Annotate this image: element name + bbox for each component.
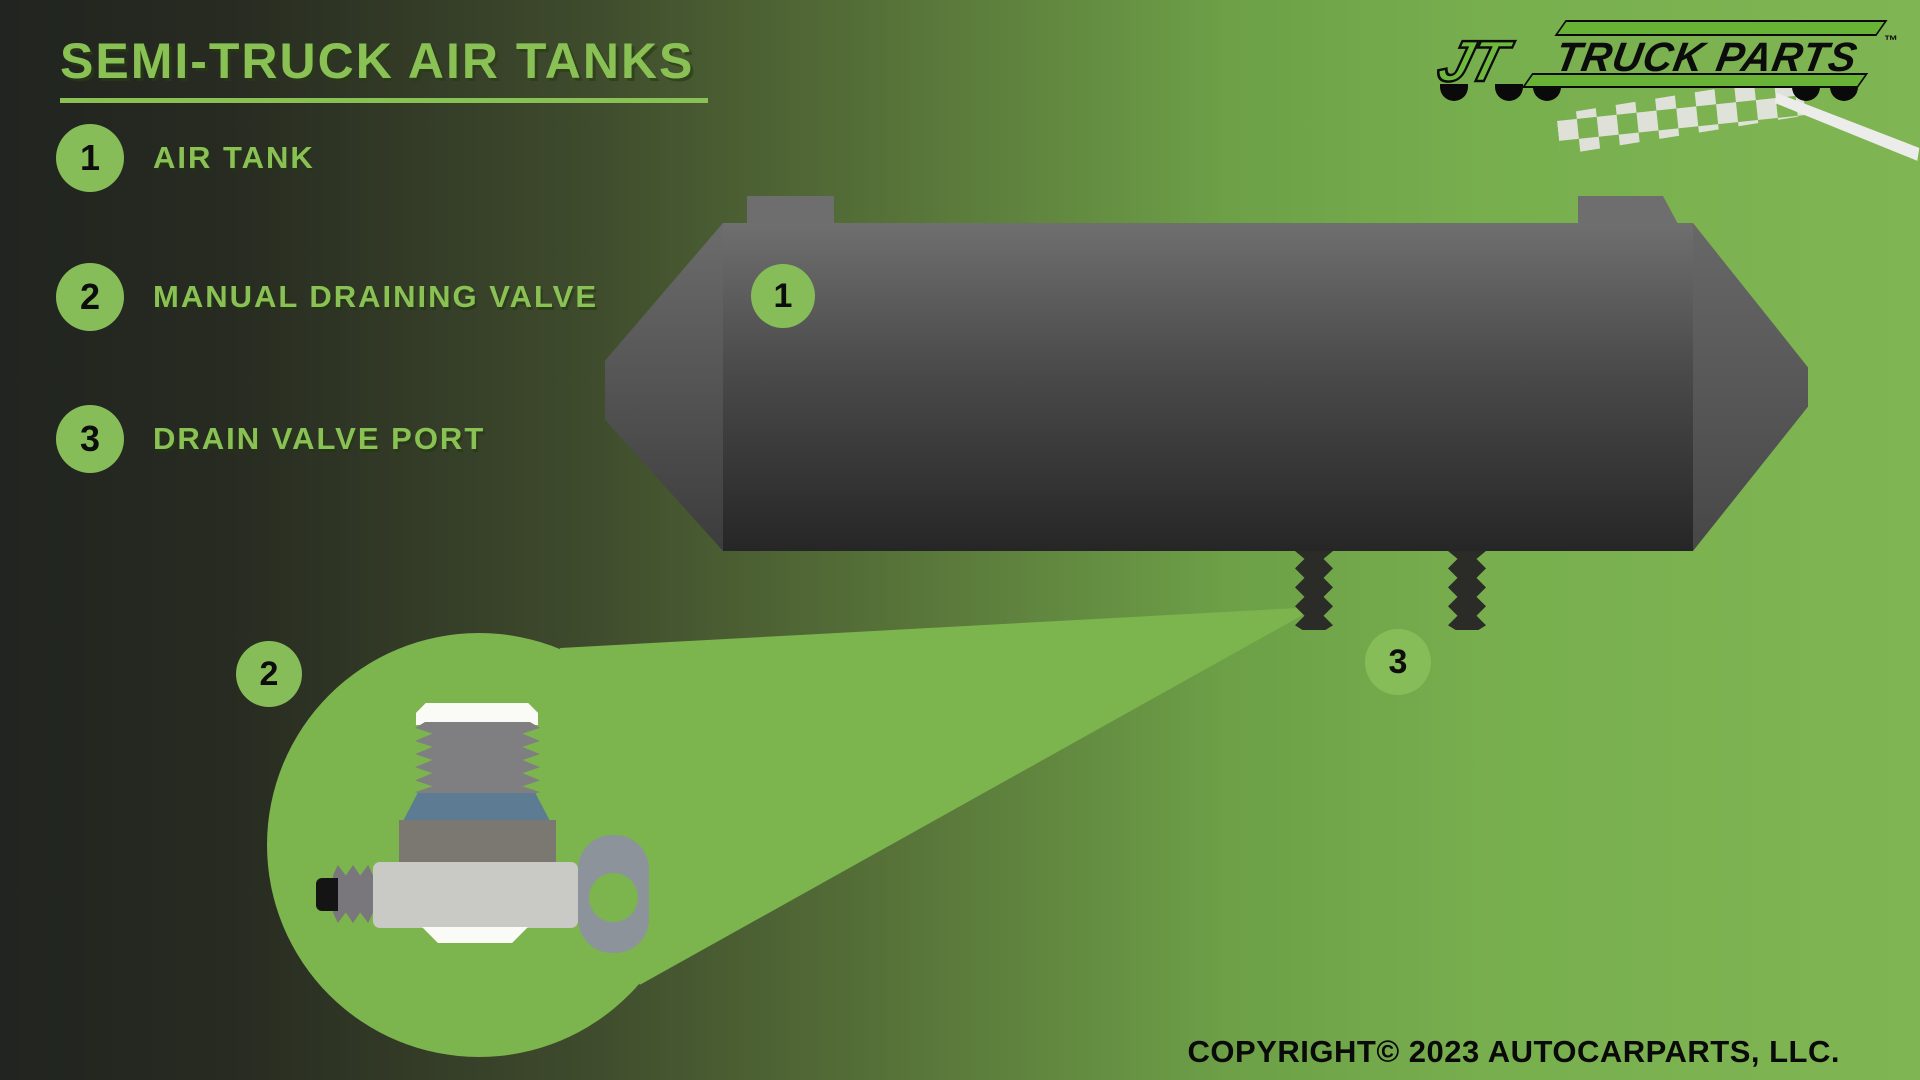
valve-threaded-stem [415, 722, 540, 795]
callout-badge-manual-draining-valve: 2 [236, 641, 302, 707]
valve-side-fitting-cap [316, 878, 338, 911]
legend-number-badge: 1 [56, 124, 124, 192]
legend-item-label: AIR TANK [153, 140, 315, 175]
legend-item-label: DRAIN VALVE PORT [153, 421, 486, 456]
valve-side-fitting-threads [333, 865, 373, 923]
drain-valve-port-right [1448, 551, 1486, 630]
truck-wheel-icon [1830, 84, 1858, 101]
legend-item-label: MANUAL DRAINING VALVE [153, 279, 598, 314]
copyright-text: COPYRIGHT© 2023 AUTOCARPARTS, LLC. [1187, 1034, 1840, 1069]
legend-item-manual-draining-valve: 2 MANUAL DRAINING VALVE [56, 262, 598, 332]
legend-number-badge: 3 [56, 405, 124, 473]
page-title: SEMI-TRUCK AIR TANKS [60, 32, 709, 103]
truck-wheel-icon [1533, 84, 1561, 101]
callout-badge-drain-valve-port: 3 [1365, 629, 1431, 695]
legend-item-drain-valve-port: 3 DRAIN VALVE PORT [56, 404, 485, 474]
truck-wheel-icon [1792, 84, 1820, 101]
legend-number-badge: 2 [56, 263, 124, 331]
valve-bottom-seal [422, 927, 528, 943]
tank-left-end-cap [605, 223, 723, 551]
logo-wordmark: TRUCK PARTS [1552, 34, 1862, 80]
callout-number: 2 [259, 654, 279, 693]
valve-top-cap [416, 703, 538, 725]
valve-pull-ring [578, 835, 649, 953]
valve-upper-block [399, 820, 556, 862]
tank-right-end-cap [1693, 223, 1808, 551]
tank-mount-tab-left [747, 196, 834, 224]
tank-mount-tab-right [1578, 196, 1678, 224]
trademark-symbol: ™ [1884, 32, 1898, 48]
callout-badge-air-tank: 1 [751, 264, 815, 328]
legend-item-air-tank: 1 AIR TANK [56, 123, 315, 193]
legend-number: 3 [79, 418, 101, 459]
drain-valve-port-left [1295, 551, 1333, 630]
legend-number: 1 [79, 137, 101, 178]
callout-number: 1 [773, 276, 793, 315]
legend-number: 2 [79, 276, 101, 317]
valve-main-body [373, 862, 578, 928]
truck-wheel-icon [1440, 84, 1468, 101]
valve-blue-collar [403, 793, 550, 821]
truck-wheel-icon [1495, 84, 1523, 101]
callout-number: 3 [1388, 642, 1408, 681]
brand-logo: JT TRUCK PARTS ™ [1430, 12, 1912, 140]
tank-body [723, 223, 1693, 551]
